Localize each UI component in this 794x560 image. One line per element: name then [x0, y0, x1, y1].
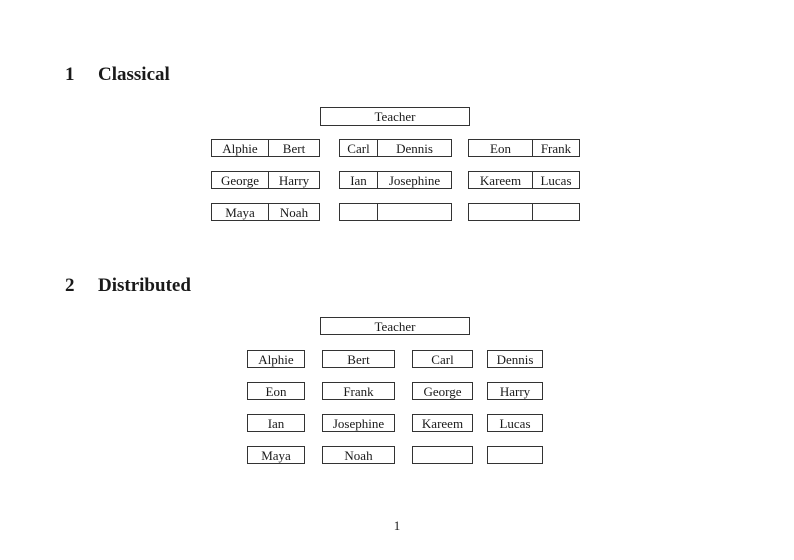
- distributed-desk: Alphie: [247, 350, 305, 368]
- section-1-title: Classical: [98, 64, 170, 85]
- classical-desk-pair-empty: [339, 203, 452, 221]
- desk-cell: Kareem: [469, 172, 533, 188]
- page-number: 1: [393, 518, 401, 533]
- desk-cell-empty: [533, 204, 579, 220]
- distributed-desk: Bert: [322, 350, 395, 368]
- section-1-number: 1: [65, 64, 75, 85]
- desk-cell-empty: [340, 204, 378, 220]
- distributed-desk: Maya: [247, 446, 305, 464]
- desk-cell: Bert: [282, 140, 306, 156]
- classical-desk-pair: Alphie Bert: [211, 139, 320, 157]
- distributed-desk: George: [412, 382, 473, 400]
- desk-cell: Alphie: [212, 140, 269, 156]
- distributed-desk: Carl: [412, 350, 473, 368]
- classical-desk-pair: Ian Josephine: [339, 171, 452, 189]
- classical-desk-pair: George Harry: [211, 171, 320, 189]
- desk-cell: Carl: [340, 140, 378, 156]
- distributed-desk: Kareem: [412, 414, 473, 432]
- distributed-desk-empty: [487, 446, 543, 464]
- desk-cell: Frank: [540, 140, 572, 156]
- classical-desk-pair: Carl Dennis: [339, 139, 452, 157]
- distributed-desk: Frank: [322, 382, 395, 400]
- distributed-desk: Lucas: [487, 414, 543, 432]
- desk-cell: George: [212, 172, 269, 188]
- distributed-desk: Josephine: [322, 414, 395, 432]
- desk-cell-empty: [378, 204, 451, 220]
- desk-cell: Eon: [469, 140, 533, 156]
- distributed-desk: Ian: [247, 414, 305, 432]
- desk-cell: Josephine: [388, 172, 441, 188]
- classical-teacher-box: Teacher: [320, 107, 470, 126]
- classical-desk-pair: Maya Noah: [211, 203, 320, 221]
- desk-cell: Ian: [340, 172, 378, 188]
- distributed-desk: Noah: [322, 446, 395, 464]
- distributed-desk: Eon: [247, 382, 305, 400]
- classical-desk-pair-empty: [468, 203, 580, 221]
- section-2-title: Distributed: [98, 275, 191, 296]
- desk-cell: Noah: [279, 204, 309, 220]
- desk-cell-empty: [469, 204, 533, 220]
- distributed-teacher-box: Teacher: [320, 317, 470, 335]
- classical-desk-pair: Eon Frank: [468, 139, 580, 157]
- desk-cell: Dennis: [396, 140, 433, 156]
- classical-desk-pair: Kareem Lucas: [468, 171, 580, 189]
- distributed-desk: Dennis: [487, 350, 543, 368]
- section-2-number: 2: [65, 275, 75, 296]
- desk-cell: Harry: [278, 172, 310, 188]
- desk-cell: Lucas: [540, 172, 572, 188]
- distributed-desk: Harry: [487, 382, 543, 400]
- distributed-desk-empty: [412, 446, 473, 464]
- desk-cell: Maya: [212, 204, 269, 220]
